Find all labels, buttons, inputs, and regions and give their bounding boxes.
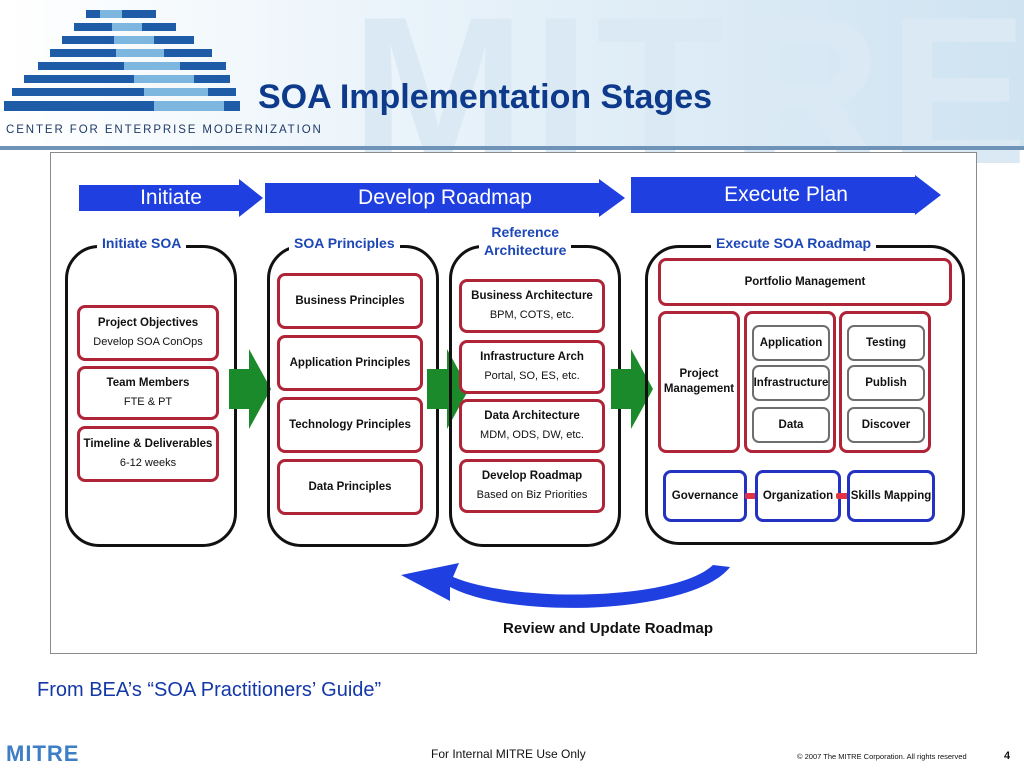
box-skills-mapping: Skills Mapping [847, 470, 935, 522]
flow-arrow-icon [427, 349, 469, 429]
banner-execute-plan: Execute Plan [631, 175, 941, 215]
page-number: 4 [1004, 750, 1011, 762]
source-citation: From BEA’s “SOA Practitioners’ Guide” [37, 679, 382, 701]
connector-link [745, 493, 759, 499]
box-sub: MDM, ODS, DW, etc. [480, 429, 584, 441]
banner-develop-roadmap-label: Develop Roadmap [358, 186, 532, 209]
box-infrastructure-arch: Infrastructure Arch Portal, SO, ES, etc. [459, 340, 605, 394]
box-label: Management [663, 383, 735, 395]
slide-title: SOA Implementation Stages [258, 78, 713, 116]
box-business-architecture: Business Architecture BPM, COTS, etc. [459, 279, 605, 333]
box-sub: Based on Biz Priorities [476, 489, 588, 501]
box-project-management: Project Management [658, 311, 740, 453]
banner-arrow-shape [79, 179, 263, 217]
box-label: Project [679, 368, 719, 380]
cem-logo-icon [4, 10, 240, 111]
box-publish: Publish [847, 365, 925, 401]
stage-soa-principles-title: SOA Principles [289, 234, 400, 252]
box-organization: Organization [755, 470, 841, 522]
box-label: Data Architecture [484, 410, 580, 422]
box-project-objectives: Project Objectives Develop SOA ConOps [77, 305, 219, 361]
box-develop-roadmap: Develop Roadmap Based on Biz Priorities [459, 459, 605, 513]
box-sub: FTE & PT [123, 396, 173, 408]
box-portfolio-management: Portfolio Management [658, 258, 952, 306]
box-label: Business Principles [295, 294, 405, 307]
box-label: Timeline & Deliverables [83, 438, 213, 450]
box-sub: 6-12 weeks [119, 457, 177, 469]
box-timeline-deliverables: Timeline & Deliverables 6-12 weeks [77, 426, 219, 482]
box-label: Technology Principles [289, 418, 411, 431]
org-name: CENTER FOR ENTERPRISE MODERNIZATION [6, 124, 323, 136]
flow-arrow-icon [611, 349, 653, 429]
box-label: Project Objectives [97, 317, 199, 329]
title-line: Reference [491, 224, 560, 240]
stage-execute-soa-roadmap-title: Execute SOA Roadmap [711, 234, 877, 252]
box-label: Business Architecture [471, 290, 593, 302]
box-data-architecture: Data Architecture MDM, ODS, DW, etc. [459, 399, 605, 453]
title-line: Architecture [484, 242, 567, 258]
review-update-label: Review and Update Roadmap [503, 620, 714, 637]
banner-initiate: Initiate [79, 179, 263, 217]
box-label: Portfolio Management [744, 275, 866, 288]
box-label: Develop Roadmap [481, 470, 583, 482]
box-label: Data Principles [308, 480, 392, 493]
banner-arrow-shape [631, 175, 941, 215]
box-application-principles: Application Principles [277, 335, 423, 391]
box-sub: Develop SOA ConOps [93, 336, 203, 348]
footer-copyright: © 2007 The MITRE Corporation. All rights… [797, 752, 967, 761]
box-data: Data [752, 407, 830, 443]
box-discover: Discover [847, 407, 925, 443]
box-sub: Portal, SO, ES, etc. [484, 370, 580, 382]
review-loop-arrow-icon [401, 563, 730, 608]
banner-arrow-shape [265, 179, 625, 217]
box-label: Infrastructure Arch [480, 351, 584, 363]
box-sub: BPM, COTS, etc. [489, 309, 575, 321]
slide-header: MITRE CENTER FOR ENTERPRISE MODERNIZATIO… [0, 0, 1024, 208]
box-team-members: Team Members FTE & PT [77, 366, 219, 420]
box-testing: Testing [847, 325, 925, 361]
box-label: Application Principles [289, 356, 411, 369]
banner-execute-plan-label: Execute Plan [724, 183, 848, 206]
mitre-logo: MITRE [6, 741, 80, 766]
banner-develop-roadmap: Develop Roadmap [265, 179, 625, 217]
connector-link [836, 493, 850, 499]
diagram-frame: Initiate Develop Roadmap Execute Plan In… [50, 152, 977, 654]
box-technology-principles: Technology Principles [277, 397, 423, 453]
box-application: Application [752, 325, 830, 361]
flow-arrow-icon [229, 349, 271, 429]
banner-initiate-label: Initiate [140, 186, 202, 209]
header-divider [0, 146, 1024, 150]
stage-initiate-soa-title: Initiate SOA [97, 234, 187, 252]
stage-reference-architecture-title: Reference Architecture [479, 223, 572, 259]
box-governance: Governance [663, 470, 747, 522]
box-infrastructure: Infrastructure [752, 365, 830, 401]
footer-classification: For Internal MITRE Use Only [431, 747, 586, 761]
box-data-principles: Data Principles [277, 459, 423, 515]
box-business-principles: Business Principles [277, 273, 423, 329]
box-label: Team Members [106, 377, 190, 389]
